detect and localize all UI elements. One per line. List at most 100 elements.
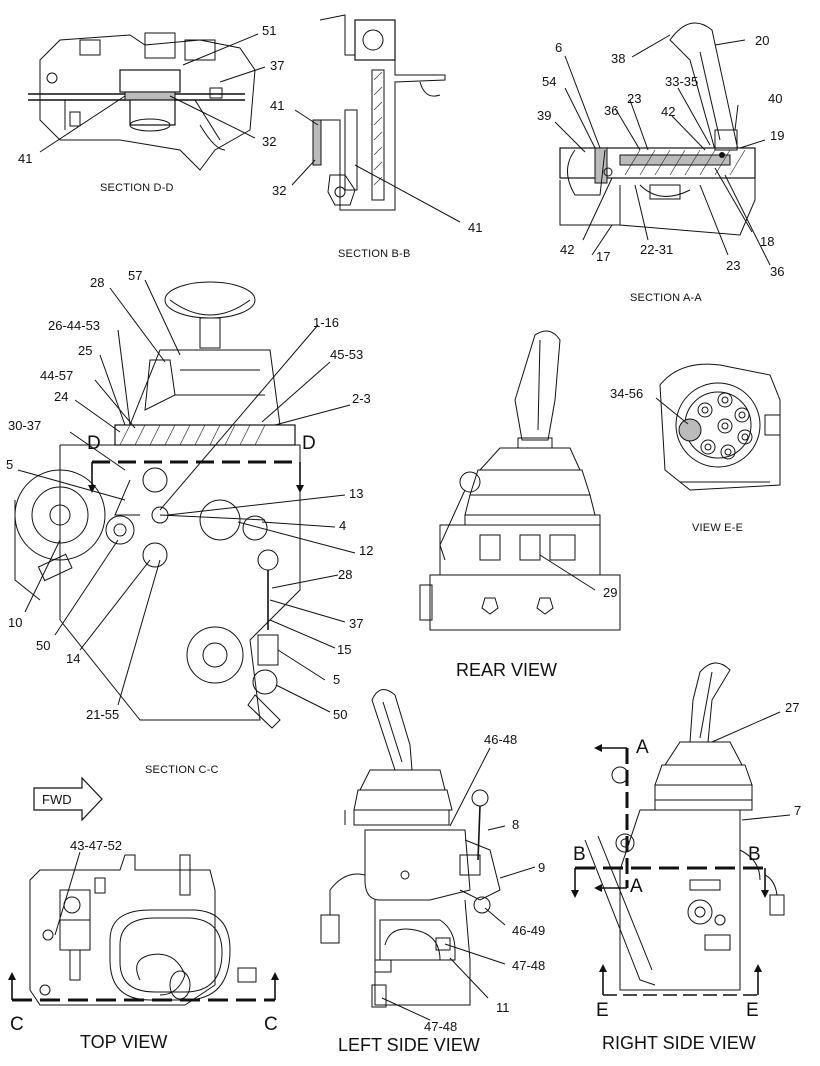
callout-dd-51: 51	[262, 23, 276, 38]
section-bb-drawing	[312, 14, 446, 211]
right-side-cutting-lines	[571, 744, 769, 996]
callout-cc-5-bottom: 5	[333, 672, 340, 687]
callout-cc-26-44-53: 26-44-53	[48, 318, 100, 333]
section-letter-c-right: C	[264, 1014, 278, 1035]
callout-aa-42-top: 42	[661, 104, 675, 119]
callout-cc-44-57: 44-57	[40, 368, 73, 383]
callout-cc-28-bottom: 28	[338, 567, 352, 582]
callout-aa-18: 18	[760, 234, 774, 249]
callout-aa-54: 54	[542, 74, 556, 89]
section-cc-cutting-line	[88, 460, 304, 493]
callout-left-11: 11	[496, 1000, 510, 1015]
right-side-view-drawing	[584, 662, 785, 991]
callout-aa-17: 17	[596, 249, 610, 264]
callout-cc-2-3: 2-3	[352, 391, 371, 406]
section-letter-e-right: E	[746, 1000, 759, 1021]
callout-cc-28-top: 28	[90, 275, 104, 290]
callout-cc-4: 4	[339, 518, 346, 533]
caption-view-ee: VIEW E-E	[692, 522, 743, 534]
section-bb-leaders	[291, 109, 461, 223]
callout-cc-30-37: 30-37	[8, 418, 41, 433]
callout-bb-41-bottom: 41	[468, 220, 482, 235]
rear-leader-29	[539, 554, 596, 591]
section-letter-d-right: D	[302, 433, 316, 454]
caption-right-side-view: RIGHT SIDE VIEW	[602, 1033, 756, 1053]
callout-cc-50-left: 50	[36, 638, 50, 653]
top-leader-43-47-52	[54, 851, 81, 936]
section-aa-leaders	[554, 34, 771, 266]
callout-aa-42-bottom: 42	[560, 242, 574, 257]
callout-cc-13: 13	[349, 486, 363, 501]
callout-bb-41-top: 41	[270, 98, 284, 113]
callout-cc-50-bottom: 50	[333, 707, 347, 722]
fwd-label: FWD	[42, 792, 72, 807]
section-letter-b-left: B	[573, 844, 586, 865]
callout-left-46-48: 46-48	[484, 732, 517, 747]
section-dd-leaders	[39, 33, 266, 153]
section-dd-drawing	[28, 32, 256, 171]
callout-cc-37: 37	[349, 616, 363, 631]
section-aa-drawing	[559, 22, 756, 236]
caption-left-side-view: LEFT SIDE VIEW	[338, 1035, 480, 1055]
callout-cc-14: 14	[66, 651, 80, 666]
section-letter-e-left: E	[596, 1000, 609, 1021]
callout-aa-23-bottom: 23	[726, 258, 740, 273]
callout-dd-41: 41	[18, 151, 32, 166]
callout-top-43-47-52: 43-47-52	[70, 838, 122, 853]
section-cc-leaders	[17, 279, 356, 713]
caption-rear-view: REAR VIEW	[456, 660, 557, 680]
ee-leader-34-56	[655, 397, 689, 425]
callout-cc-21-55: 21-55	[86, 707, 119, 722]
callout-cc-12: 12	[359, 543, 373, 558]
section-cc-drawing	[14, 281, 301, 729]
callout-cc-5-top: 5	[6, 457, 13, 472]
section-letter-a-bottom: A	[630, 876, 643, 897]
callout-left-46-49: 46-49	[512, 923, 545, 938]
callout-rear-29: 29	[603, 585, 617, 600]
fwd-arrow	[33, 776, 103, 822]
section-letter-c-left: C	[10, 1014, 24, 1035]
callout-aa-40: 40	[768, 91, 782, 106]
right-side-view-leaders	[711, 711, 791, 821]
rear-view-drawing	[419, 330, 621, 631]
section-letter-d-left: D	[87, 433, 101, 454]
callout-right-7: 7	[794, 803, 801, 818]
callout-aa-38: 38	[611, 51, 625, 66]
callout-cc-10: 10	[8, 615, 22, 630]
callout-cc-1-16: 1-16	[313, 315, 339, 330]
callout-bb-32: 32	[272, 183, 286, 198]
callout-left-9: 9	[538, 860, 545, 875]
section-letter-a-top: A	[636, 737, 649, 758]
top-view-drawing	[29, 854, 257, 1006]
caption-section-dd: SECTION D-D	[100, 182, 174, 194]
callout-dd-32: 32	[262, 134, 276, 149]
callout-aa-20: 20	[755, 33, 769, 48]
callout-aa-33-35: 33-35	[665, 74, 698, 89]
callout-cc-24: 24	[54, 389, 68, 404]
top-view-cutting-line	[8, 972, 279, 1002]
left-side-view-drawing	[320, 689, 501, 1008]
callout-left-47-48: 47-48	[512, 958, 545, 973]
callout-left-47-48-bottom: 47-48	[424, 1019, 457, 1034]
callout-aa-36-bottom: 36	[770, 264, 784, 279]
caption-top-view: TOP VIEW	[80, 1032, 167, 1052]
callout-cc-57: 57	[128, 268, 142, 283]
callout-right-27: 27	[785, 700, 799, 715]
view-ee-drawing	[659, 363, 781, 491]
callout-aa-39: 39	[537, 108, 551, 123]
callout-cc-45-53: 45-53	[330, 347, 363, 362]
callout-cc-15: 15	[337, 642, 351, 657]
left-side-view-leaders	[381, 747, 536, 1021]
callout-aa-6: 6	[555, 40, 562, 55]
callout-aa-23-top: 23	[627, 91, 641, 106]
callout-dd-37: 37	[270, 58, 284, 73]
callout-aa-19: 19	[770, 128, 784, 143]
callout-aa-22-31: 22-31	[640, 242, 673, 257]
callout-ee-34-56: 34-56	[610, 386, 643, 401]
caption-section-aa: SECTION A-A	[630, 292, 702, 304]
section-letter-b-right: B	[748, 844, 761, 865]
callout-left-8: 8	[512, 817, 519, 832]
callout-aa-36-top: 36	[604, 103, 618, 118]
caption-section-cc: SECTION C-C	[145, 764, 219, 776]
